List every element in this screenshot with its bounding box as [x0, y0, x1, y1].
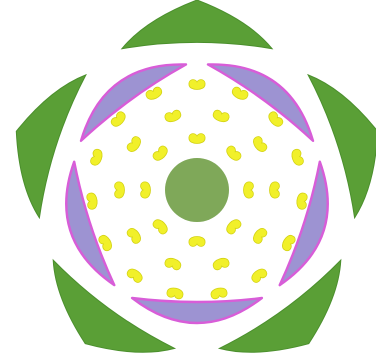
stamen — [270, 182, 280, 198]
pistil — [165, 158, 229, 222]
stamen — [141, 182, 151, 198]
stamen — [126, 267, 145, 285]
stamen — [251, 226, 269, 245]
stamen — [90, 148, 104, 166]
stamen — [212, 256, 230, 270]
petal — [208, 64, 313, 140]
stamen — [212, 109, 230, 123]
stamen — [86, 192, 98, 209]
stamen — [189, 237, 205, 247]
pistil-group — [165, 158, 229, 222]
stamen — [249, 267, 268, 285]
stamen — [296, 192, 308, 209]
petal — [280, 162, 328, 285]
stamen — [210, 287, 228, 300]
stamen — [126, 135, 144, 154]
stamen — [290, 148, 304, 166]
petal — [66, 162, 114, 285]
sepal — [122, 0, 272, 49]
stamen — [164, 256, 182, 270]
stamen — [115, 182, 125, 198]
stamen — [244, 182, 254, 198]
petal — [132, 298, 262, 323]
stamen — [189, 80, 205, 90]
stamen — [251, 135, 269, 154]
stamen — [126, 226, 144, 245]
stamen — [224, 144, 242, 162]
stamen — [151, 217, 169, 235]
stamen — [151, 144, 169, 162]
stamen — [224, 217, 242, 235]
petal — [81, 64, 186, 140]
stamen — [164, 109, 182, 123]
stamen — [189, 134, 205, 144]
stamen — [166, 287, 184, 300]
